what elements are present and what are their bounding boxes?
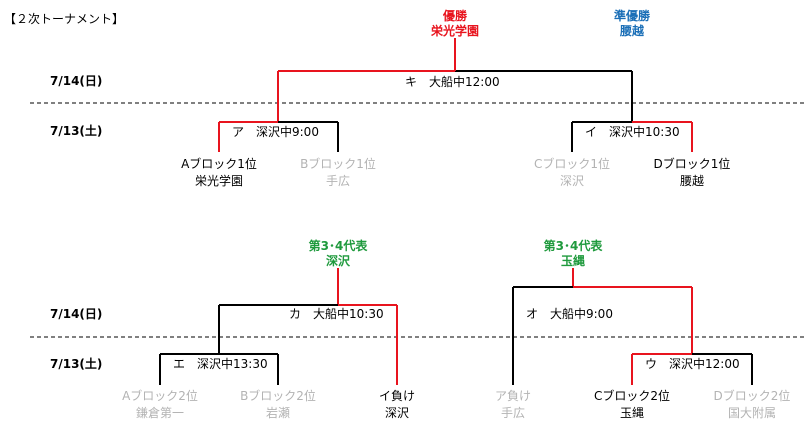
date-semi-top: 7/13(土) (50, 124, 103, 138)
match-ka: カ 大船中10:30 (289, 307, 384, 321)
date-final-bottom: 7/14(日) (50, 307, 103, 321)
match-o: オ 大船中9:00 (526, 307, 613, 321)
rep-right-label: 第3･4代表 (543, 239, 603, 253)
team-i-loser-line1: イ負け (378, 389, 416, 403)
team-a1-line2: 栄光学園 (194, 174, 244, 188)
rep-right-team: 玉縄 (560, 254, 586, 268)
team-c1-line2: 深沢 (559, 174, 585, 188)
team-a2-line1: Aブロック2位 (122, 389, 198, 403)
team-i-loser-line2: 深沢 (384, 406, 410, 420)
team-a1-line1: Aブロック1位 (181, 157, 257, 171)
team-c2-line2: 玉縄 (619, 406, 645, 420)
team-b2-line2: 岩瀬 (265, 406, 291, 420)
team-d1-line2: 腰越 (679, 174, 705, 188)
rep-left-label: 第3･4代表 (308, 239, 368, 253)
team-b1-line2: 手広 (325, 174, 351, 188)
match-ki: キ 大船中12:00 (405, 75, 500, 89)
team-c2-line1: Cブロック2位 (593, 389, 671, 403)
team-d2-line1: Dブロック2位 (713, 389, 791, 403)
match-u: ウ 深沢中12:00 (645, 357, 740, 371)
team-b2-line1: Bブロック2位 (240, 389, 316, 403)
champion-team: 栄光学園 (430, 24, 480, 38)
team-d1-line1: Dブロック1位 (653, 157, 731, 171)
match-e: エ 深沢中13:30 (173, 357, 268, 371)
team-a2-line2: 鎌倉第一 (135, 406, 185, 420)
match-a: ア 深沢中9:00 (232, 125, 319, 139)
team-c1-line1: Cブロック1位 (533, 157, 611, 171)
date-final-top: 7/14(日) (50, 74, 103, 88)
team-b1-line1: Bブロック1位 (300, 157, 376, 171)
team-a-loser-line2: 手広 (500, 406, 526, 420)
match-i: イ 深沢中10:30 (585, 125, 680, 139)
date-semi-bottom: 7/13(土) (50, 357, 103, 371)
rep-left-team: 深沢 (325, 254, 351, 268)
runnerup-team: 腰越 (619, 24, 645, 38)
team-d2-line2: 国大附属 (727, 406, 777, 420)
runnerup-label: 準優勝 (613, 9, 651, 23)
team-a-loser-line1: ア負け (494, 389, 532, 403)
page-title: 【２次トーナメント】 (4, 12, 125, 26)
champion-label: 優勝 (442, 9, 468, 23)
